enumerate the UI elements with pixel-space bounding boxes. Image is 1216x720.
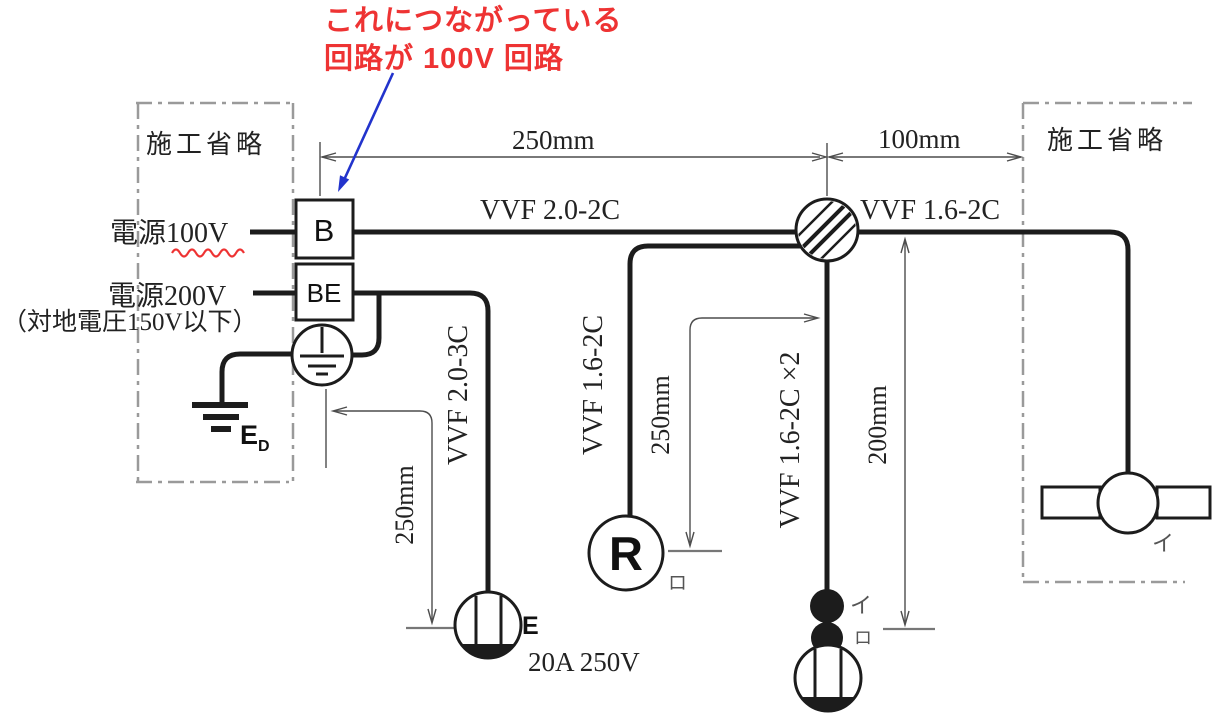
arrow-right-icon <box>811 152 829 162</box>
cable-right-label: VVF 1.6-2C <box>860 195 1000 226</box>
annotation-line2: 回路が 100V 回路 <box>324 41 564 75</box>
arrow-left-icon <box>319 152 337 162</box>
fluorescent-light-symbol <box>1040 471 1212 535</box>
r-unit-symbol: R <box>587 514 665 592</box>
earth-label: ED <box>240 420 270 455</box>
arrow-up-icon <box>900 236 910 254</box>
r-circuit-label: ロ <box>668 573 687 594</box>
cable-r-label: VVF 1.6-2C <box>578 315 609 455</box>
dim-250mm-top-label: 250mm <box>512 125 595 155</box>
cable-switches-label: VVF 1.6-2C ×2 <box>775 352 806 529</box>
power-100v-label: 電源100V <box>110 218 228 249</box>
dim-250mm-switch-label: 250mm <box>646 375 675 454</box>
cable-to-light <box>858 229 1131 474</box>
breaker-be-box <box>294 262 355 322</box>
switch-i-dot <box>810 589 844 623</box>
dim-100mm-label: 100mm <box>878 124 961 154</box>
breaker-be-label: BE <box>307 278 342 308</box>
cable-to-ground <box>219 351 292 402</box>
arrow-right-icon <box>803 313 821 323</box>
dimension-lines <box>319 142 1024 631</box>
cable-to-r-unit <box>627 243 800 517</box>
outlet-grounding-label: E <box>522 612 539 640</box>
switch-i-label: イ <box>850 593 872 618</box>
arrow-left-icon <box>330 406 348 416</box>
red-wavy-underline <box>171 248 245 258</box>
arrow-down-icon <box>427 608 437 626</box>
power-200v-label: 電源200V <box>108 281 226 312</box>
ground-symbol <box>192 402 248 432</box>
cable-to-earth-terminal <box>353 295 382 358</box>
right-omitted-box <box>1021 101 1192 584</box>
ground-voltage-note: （対地電圧150V以下） <box>2 308 258 336</box>
cables <box>219 229 1131 593</box>
dim-250mm-outlet-label: 250mm <box>390 465 419 544</box>
cable-to-outlet <box>353 290 491 593</box>
left-omitted-box <box>136 101 295 484</box>
annotation-line1: これにつながっている <box>324 3 623 37</box>
cable-main-label: VVF 2.0-2C <box>480 195 620 226</box>
cable-outlet-label: VVF 2.0-3C <box>443 325 474 465</box>
switch-ro-label: ロ <box>854 628 872 648</box>
arrow-down-icon <box>900 610 910 628</box>
receptacle-bottom-symbol <box>793 643 863 713</box>
r-unit-label: R <box>609 527 643 580</box>
outlet-rating-label: 20A 250V <box>528 647 640 677</box>
outlet-e-symbol <box>453 590 523 660</box>
right-omitted-label: 施工省略 <box>1047 126 1167 155</box>
arrow-down-icon <box>685 531 695 549</box>
earth-terminal-symbol <box>290 323 354 387</box>
arrow-left-icon <box>826 152 844 162</box>
breaker-b-box <box>294 198 355 260</box>
junction-box-symbol <box>794 197 860 263</box>
arrow-right-icon <box>1006 152 1024 162</box>
breaker-b-label: B <box>314 213 335 248</box>
dim-200mm-label: 200mm <box>863 385 892 464</box>
light-circuit-label: イ <box>1152 531 1174 556</box>
annotation-arrow <box>338 72 395 192</box>
left-omitted-label: 施工省略 <box>146 130 266 159</box>
